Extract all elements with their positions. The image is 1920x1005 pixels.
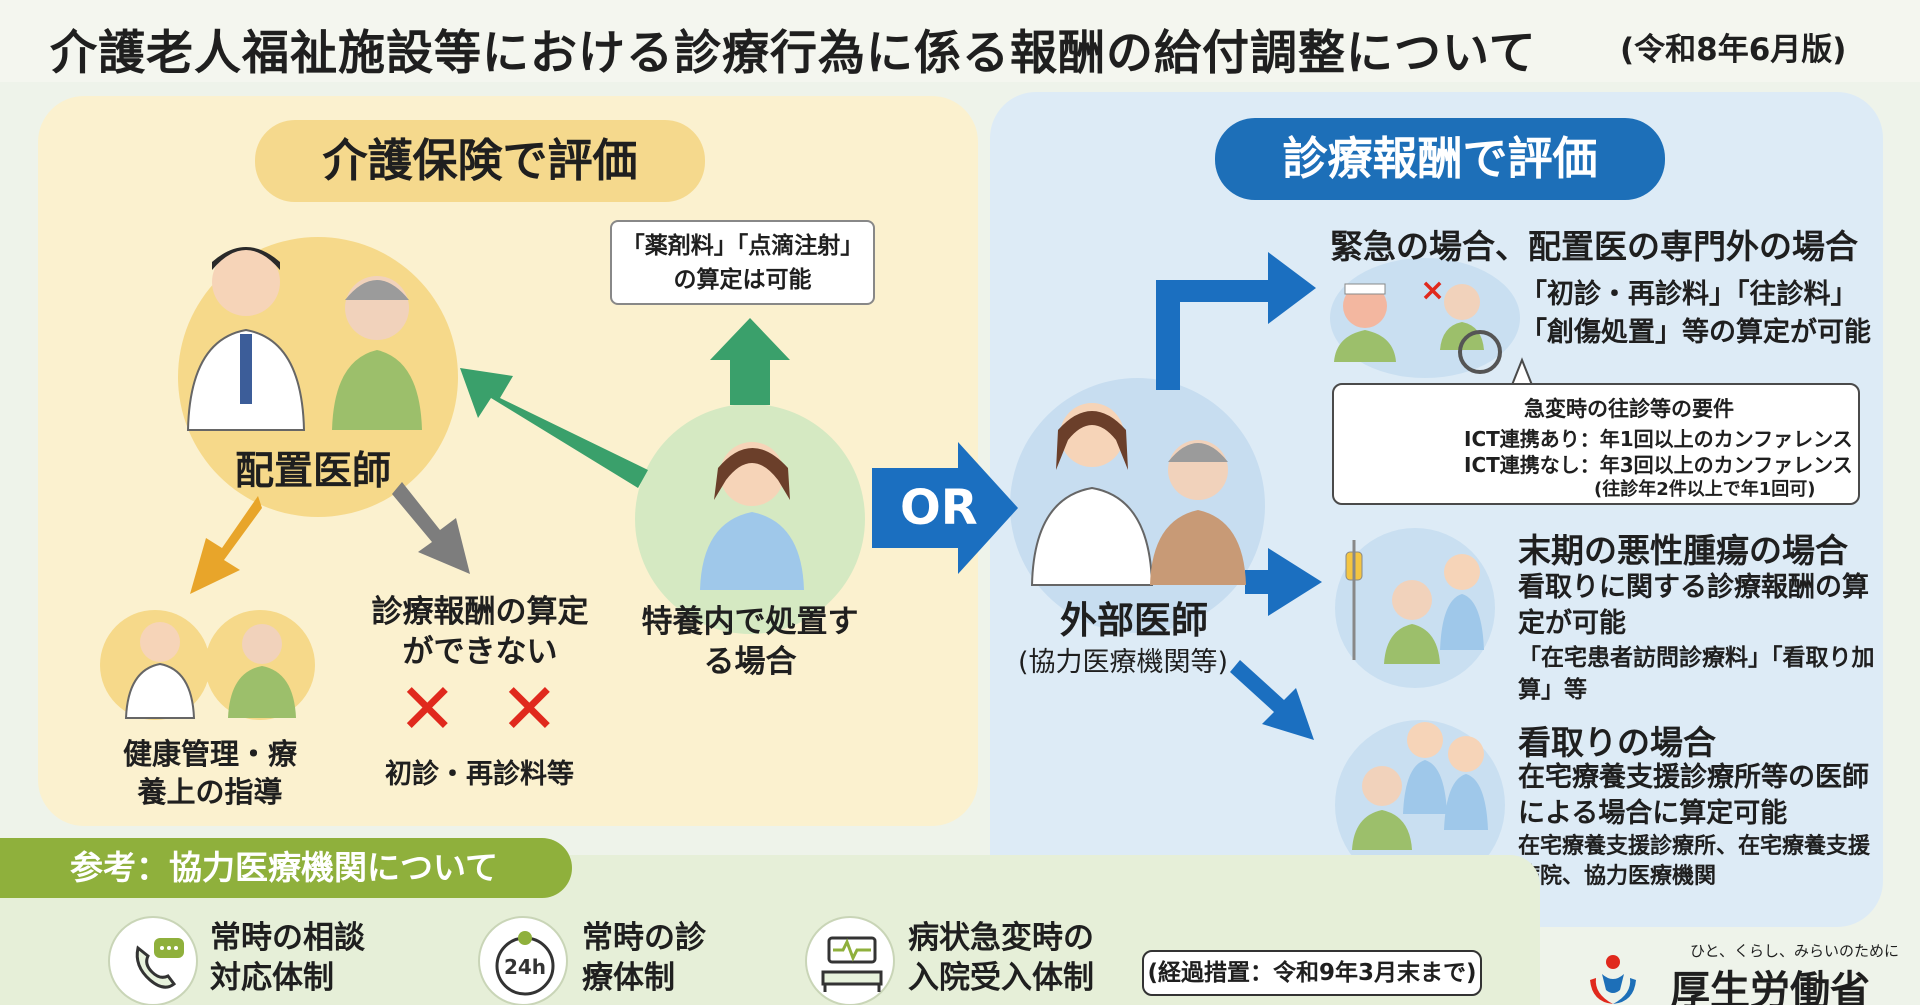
mhlw-logo-icon [1590,955,1636,1004]
reference-tab: 参考：協力医療機関について [0,838,572,898]
phone-chat-icon [108,916,198,1005]
ministry-name: 厚生労働省 [1670,968,1870,1005]
iv-drip-figure [1345,540,1484,664]
x-mark-1: ✕ [398,668,457,750]
cannot-claim-label: 診療報酬の算定ができない [371,594,589,670]
mitori-text: 在宅療養支援診療所等の医師による場合に算定可能 [1518,762,1869,829]
ministry-slogan: ひと、くらし、みらいのために [1690,942,1899,960]
gray-arrow-down [392,482,470,574]
external-doctor-circle [1010,378,1265,633]
page-title: 介護老人福祉施設等における診療行為に係る報酬の給付調整について [50,26,1537,81]
orange-arrow-down [190,496,262,594]
nurse-figure [700,442,804,590]
blue-arrow-malignant [1245,548,1322,616]
x-mark-2: ✕ [500,668,559,750]
clock-24h-icon: 24h [478,916,568,1005]
transitional-measure-box: (経過措置：令和9年3月末まで) [1142,950,1482,996]
wheelchair-figure [1440,284,1502,374]
elder-figure [332,276,422,430]
hospital-bed-icon [805,916,895,1005]
ict-no-line: ICT連携なし：年3回以上のカンファレンス [1464,453,1853,477]
external-doctor-figure [1030,403,1154,586]
small-elder-figure [228,624,296,718]
sudden-change-title: 急変時の往診等の要件 [1524,397,1734,421]
malignant-title: 末期の悪性腫瘍の場合 [1518,531,1848,570]
title-bar [0,0,1920,82]
external-doctor-label: 外部医師 [1060,599,1208,642]
nurse-treatment-label: 特養内で処置する場合 [641,604,859,680]
malignant-text: 看取りに関する診療報酬の算定が可能 [1518,572,1869,639]
mitori-sub: 在宅療養支援診療所、在宅療養支援病院、協力医療機関 [1518,834,1871,889]
consultation-system-label: 常時の相談対応体制 [210,920,365,996]
emergency-text: 「初診・再診料」「往診料」「創傷処置」等の算定が可能 [1520,279,1871,348]
sudden-change-requirements-box: 急変時の往診等の要件 ICT連携あり：年1回以上のカンファレンス ICT連携なし… [1332,383,1860,505]
svg-text:24h: 24h [504,955,546,979]
first-visit-fee-label: 初診・再診料等 [385,759,574,790]
partner-institution-label: (協力医療機関等) [1018,647,1229,678]
sick-elder-figure [1334,283,1396,362]
mitori-title: 看取りの場合 [1518,723,1716,762]
malignant-sub: 「在宅患者訪問診療料」「看取り加算」等 [1518,645,1875,703]
consultation-system-text: 常時の相談対応体制 [210,918,380,998]
small-x-mark: × [1420,273,1445,308]
or-label: OR [900,480,978,536]
blue-arrow-emergency [1156,252,1316,390]
kyuhen-pointer [1510,357,1534,386]
visit-note-line: (往診年2件以上で年1回可) [1594,479,1816,500]
medical-care-system-label: 常時の診療体制 [582,920,706,996]
staff-doctor-figure [186,247,306,431]
health-management-label: 健康管理・療養上の指導 [122,737,297,809]
medical-fee-heading: 診療報酬で評価 [1215,118,1665,200]
admission-system-label: 病状急変時の入院受入体制 [908,920,1094,996]
small-doctor-figure [124,622,196,719]
green-arrow-to-doctor [460,368,648,488]
ict-yes-line: ICT連携あり：年1回以上のカンファレンス [1464,427,1853,451]
emergency-title: 緊急の場合、配置医の専門外の場合 [1330,227,1858,266]
edition-label: (令和8年6月版) [1620,32,1847,68]
mitori-figure [1352,722,1488,850]
external-elder-figure [1150,440,1246,585]
or-arrow [872,442,1018,574]
drug-fee-box: 「薬剤料」「点滴注射」の算定は可能 [610,220,875,305]
staff-doctor-label: 配置医師 [235,449,392,494]
green-arrow-up [710,318,790,405]
blue-arrow-mitori [1230,660,1314,740]
medical-care-system-text: 常時の診療体制 [582,918,722,998]
care-insurance-heading: 介護保険で評価 [255,120,705,202]
admission-system-text: 病状急変時の入院受入体制 [908,918,1118,998]
